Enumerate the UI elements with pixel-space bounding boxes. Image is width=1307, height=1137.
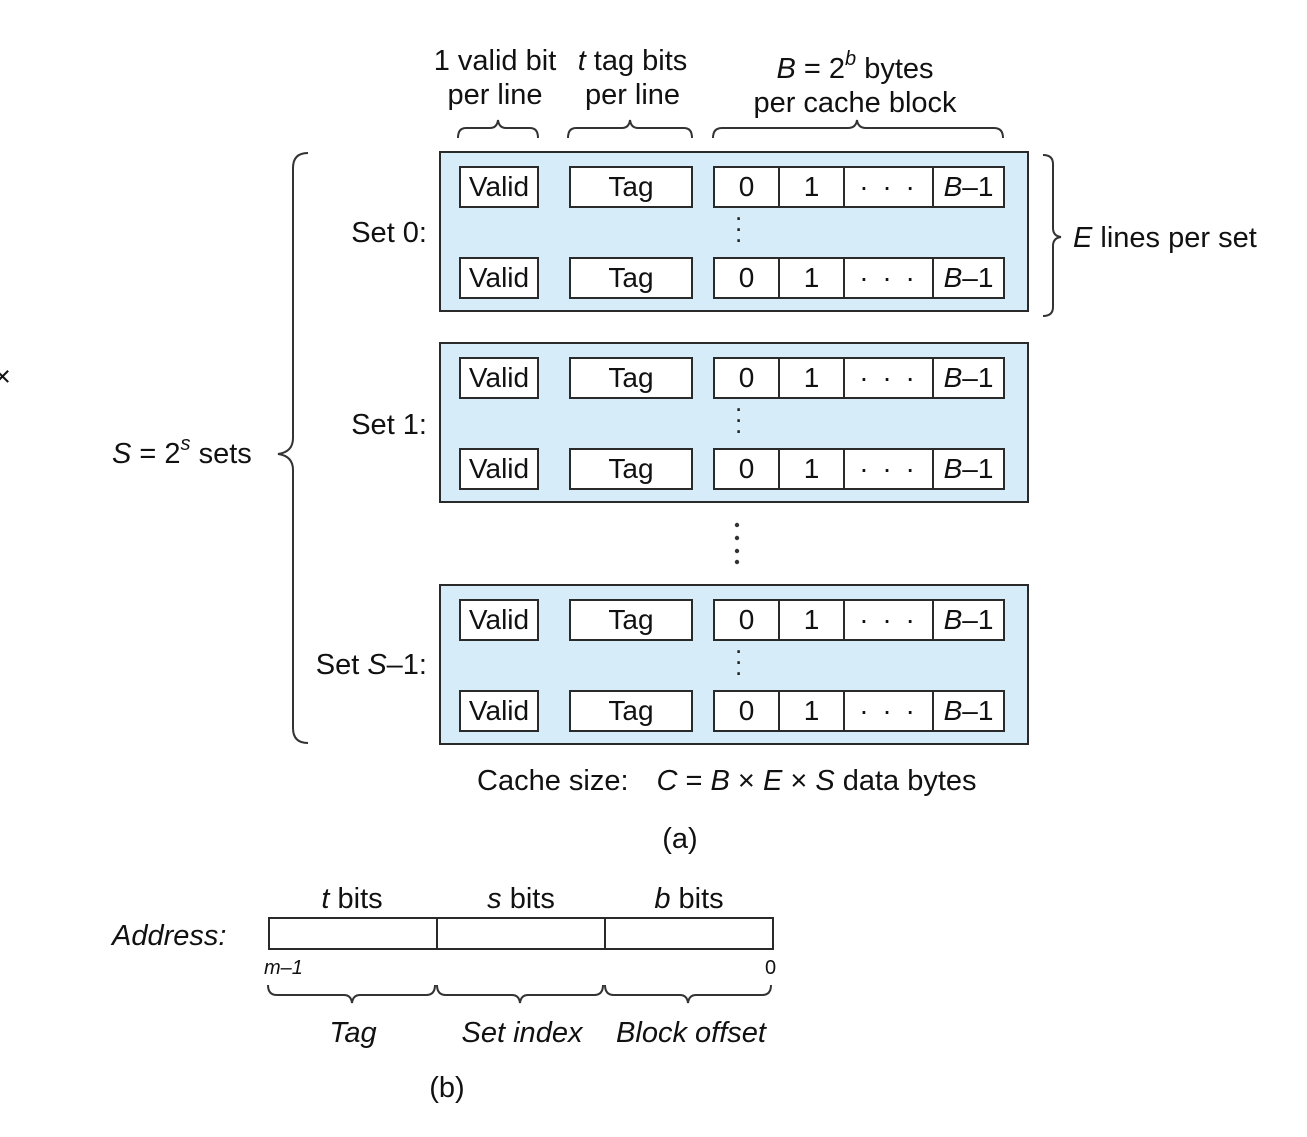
address-tag-field [268,917,438,950]
tag-cell: Tag [569,166,693,208]
tag-bits-label: t tag bits per line [577,45,688,111]
valid-bit-cell: Valid [459,357,539,399]
valid-bit-label: 1 valid bit per line [433,45,557,111]
set-0: Valid Tag 0 1 · · · B–1 ... Valid Tag 0 … [439,151,1029,312]
lines-ellipsis: ... [735,196,743,248]
byte-0-cell: 0 [713,448,780,490]
byte-ellipsis-cell: · · · [843,257,934,299]
cache-line: Valid Tag 0 1 · · · B–1 [459,357,1005,399]
byte-last-cell: B–1 [932,166,1005,208]
tag-cell: Tag [569,690,693,732]
cache-line: Valid Tag 0 1 · · · B–1 [459,257,1005,299]
byte-last-cell: B–1 [932,599,1005,641]
set-index-field-name: Set index [461,1017,583,1049]
lines-ellipsis: ... [735,629,743,681]
block-bytes-label: B = 2b bytes per cache block [753,48,957,119]
valid-bit-cell: Valid [459,599,539,641]
edge-mark: × [0,361,11,393]
caption-a: (a) [662,823,698,855]
valid-bit-cell: Valid [459,166,539,208]
byte-1-cell: 1 [778,357,845,399]
block-offset-field-name: Block offset [616,1017,766,1049]
byte-last-cell: B–1 [932,448,1005,490]
set-1-label: Set 1: [351,409,427,441]
block-offset-field-brace [604,984,772,1004]
set-index-field-brace [436,984,604,1004]
tag-field-name: Tag [329,1017,377,1049]
tag-cell: Tag [569,448,693,490]
lines-per-set-label: E lines per set [1073,222,1257,254]
byte-1-cell: 1 [778,448,845,490]
address-lsb-label: 0 [765,957,777,979]
address-set-index-field [436,917,606,950]
between-sets-ellipsis [734,522,740,565]
set-1: Valid Tag 0 1 · · · B–1 ... Valid Tag 0 … [439,342,1029,503]
cache-line: Valid Tag 0 1 · · · B–1 [459,690,1005,732]
byte-0-cell: 0 [713,166,780,208]
byte-0-cell: 0 [713,257,780,299]
byte-last-cell: B–1 [932,257,1005,299]
byte-0-cell: 0 [713,599,780,641]
set-last-label: Set S–1: [315,649,427,681]
set-0-label: Set 0: [351,217,427,249]
tag-bits-field-label: t bits [321,883,383,915]
valid-bit-cell: Valid [459,257,539,299]
byte-0-cell: 0 [713,690,780,732]
caption-b: (b) [429,1072,465,1104]
tag-field-brace [267,984,436,1004]
sets-brace [277,152,309,744]
cache-line: Valid Tag 0 1 · · · B–1 [459,599,1005,641]
cache-size-formula: Cache size:C = B × E × S data bytes [477,765,977,797]
set-index-bits-field-label: s bits [487,883,555,915]
byte-ellipsis-cell: · · · [843,357,934,399]
byte-last-cell: B–1 [932,690,1005,732]
tag-bits-brace [567,119,693,139]
byte-ellipsis-cell: · · · [843,690,934,732]
byte-1-cell: 1 [778,257,845,299]
cache-line: Valid Tag 0 1 · · · B–1 [459,166,1005,208]
tag-cell: Tag [569,257,693,299]
byte-ellipsis-cell: · · · [843,448,934,490]
block-offset-bits-field-label: b bits [654,883,724,915]
byte-ellipsis-cell: · · · [843,599,934,641]
byte-1-cell: 1 [778,690,845,732]
valid-bit-cell: Valid [459,690,539,732]
byte-ellipsis-cell: · · · [843,166,934,208]
byte-1-cell: 1 [778,599,845,641]
address-label: Address: [112,920,227,952]
cache-line: Valid Tag 0 1 · · · B–1 [459,448,1005,490]
byte-1-cell: 1 [778,166,845,208]
valid-bit-brace [457,119,539,139]
tag-cell: Tag [569,599,693,641]
set-last: Valid Tag 0 1 · · · B–1 ... Valid Tag 0 … [439,584,1029,745]
lines-per-set-brace [1042,154,1062,317]
byte-last-cell: B–1 [932,357,1005,399]
address-msb-label: m–1 [264,957,303,979]
sets-count-label: S = 2s sets [112,433,252,470]
address-block-offset-field [604,917,774,950]
valid-bit-cell: Valid [459,448,539,490]
byte-0-cell: 0 [713,357,780,399]
block-bytes-brace [712,119,1004,139]
tag-cell: Tag [569,357,693,399]
lines-ellipsis: ... [735,387,743,439]
